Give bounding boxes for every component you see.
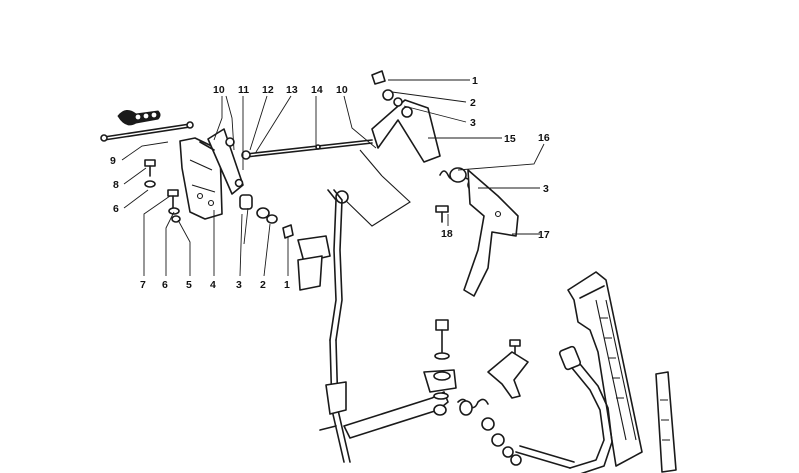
- mounting-plate-small: [297, 235, 331, 291]
- bellcrank-part-15: [371, 89, 441, 163]
- bushing-part-3-left: [239, 194, 253, 210]
- callout-18: 18: [441, 228, 453, 240]
- assembly-guide-lines: [339, 149, 411, 227]
- callout-10-center: 10: [336, 84, 348, 96]
- screw-part-7: [167, 189, 179, 209]
- lever-part-10-11: [199, 128, 244, 195]
- callout-4: 4: [210, 279, 216, 291]
- bracket-part-17: [463, 169, 519, 297]
- callout-14: 14: [311, 84, 323, 96]
- clip-part-1-right: [371, 70, 386, 85]
- vertical-link-rod: [319, 189, 351, 463]
- spring-and-fittings-lower: [457, 398, 522, 466]
- callout-15: 15: [504, 133, 516, 145]
- screw-part-8: [144, 159, 156, 177]
- callout-6-bottom: 6: [162, 279, 168, 291]
- callout-13: 13: [286, 84, 298, 96]
- callout-11: 11: [238, 84, 249, 96]
- callout-1-bottom: 1: [284, 279, 290, 291]
- pedal-return-tube: [515, 345, 613, 473]
- clip-part-1-left: [282, 224, 294, 239]
- callout-6-side: 6: [113, 203, 119, 215]
- callout-12: 12: [262, 84, 274, 96]
- callout-8: 8: [113, 179, 119, 191]
- callout-numbers: 10 11 12 13 14 10 1 2 3 15 16 3 17 18 9 …: [110, 75, 550, 291]
- bracket-part-4: [179, 137, 223, 220]
- pedal-bracket-small: [487, 339, 529, 399]
- leader-lines: [121, 79, 545, 277]
- callout-5: 5: [186, 279, 192, 291]
- callout-2-right: 2: [470, 97, 476, 109]
- callout-2-bottom: 2: [260, 279, 266, 291]
- callout-17: 17: [538, 229, 550, 241]
- callout-7: 7: [140, 279, 146, 291]
- pedal-pad: [655, 371, 677, 473]
- cable-rod-part-9: [100, 110, 194, 142]
- washer-part-6-side: [144, 180, 156, 188]
- spring-clip-part-2-left: [256, 207, 278, 224]
- callout-3-right-mid: 3: [543, 183, 549, 195]
- callout-10-left: 10: [213, 84, 225, 96]
- callout-3-bottom: 3: [236, 279, 242, 291]
- spring-part-16: [439, 167, 473, 183]
- callout-16: 16: [538, 132, 550, 144]
- callout-3-right-top: 3: [470, 117, 476, 129]
- callout-1-right: 1: [472, 75, 478, 87]
- callout-9: 9: [110, 155, 116, 167]
- bolt-and-washers-lower: [433, 319, 451, 416]
- pedal-arm: [567, 271, 643, 467]
- connecting-rod-part-14: [241, 139, 373, 160]
- washer-part-6: [168, 207, 180, 215]
- screw-part-18: [435, 205, 449, 223]
